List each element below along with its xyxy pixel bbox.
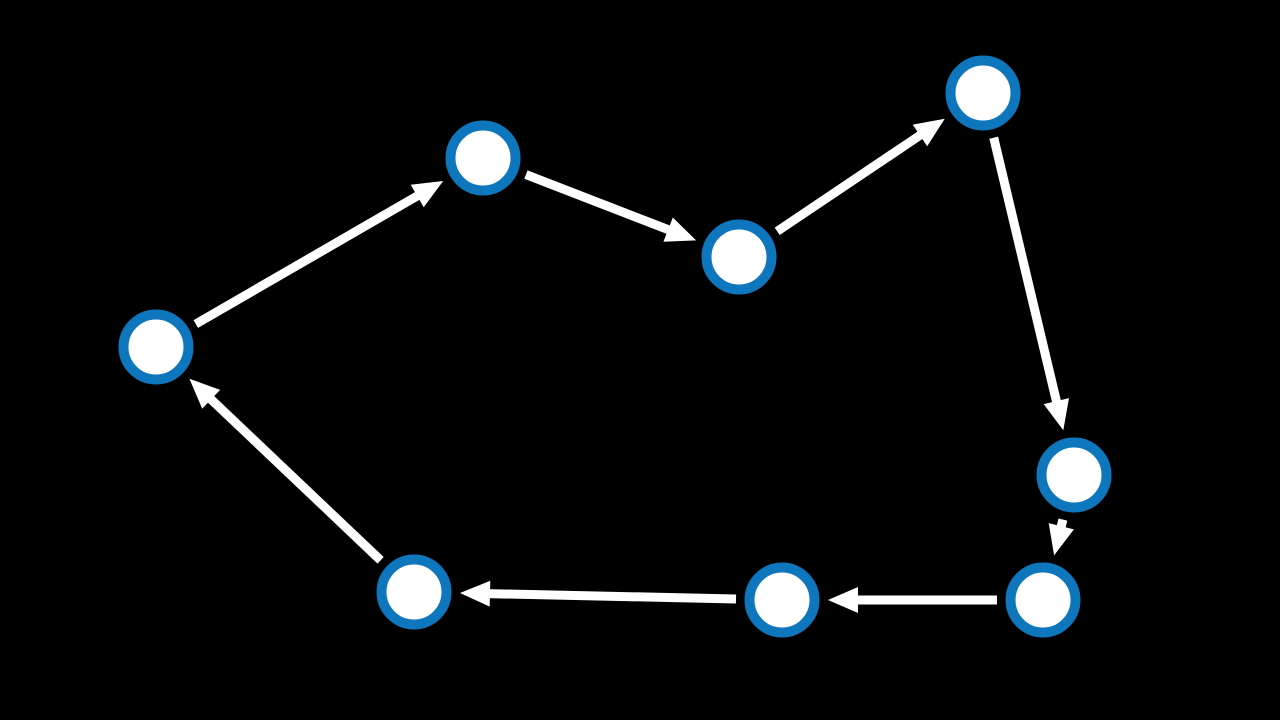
- graph-node-bottom-right: [1005, 562, 1081, 638]
- graph-edge-arrowhead-top-middle-to-top-right: [912, 118, 945, 147]
- graph-node-upper-left: [445, 120, 521, 196]
- graph-edge-arrowhead-bottom-middle-to-bottom-left: [460, 580, 491, 607]
- graph-edge-arrowhead-right-to-bottom-right: [1048, 523, 1074, 556]
- graph-edge-line-top-right-to-right: [989, 136, 1062, 406]
- graph-edge-arrowhead-bottom-right-to-bottom-middle: [828, 587, 858, 613]
- graph-node-right: [1036, 437, 1112, 513]
- graph-node-top-right: [945, 55, 1021, 131]
- graph-edge-arrowhead-left-to-upper-left: [410, 181, 444, 208]
- graph-edge-line-left-to-upper-left: [193, 190, 423, 328]
- graph-edge-arrowhead-top-right-to-right: [1043, 398, 1069, 431]
- edges-layer: [189, 118, 1074, 613]
- graph-node-left: [118, 309, 194, 385]
- graph-node-bottom-left: [376, 554, 452, 630]
- graph-edge-line-top-middle-to-top-right: [774, 129, 925, 236]
- graph-edge-arrowhead-upper-left-to-top-middle: [663, 217, 697, 242]
- graph-node-bottom-middle: [744, 562, 820, 638]
- graph-edge-arrowhead-bottom-left-to-left: [189, 378, 221, 409]
- graph-edge-line-bottom-left-to-left: [205, 394, 384, 564]
- nodes-layer: [118, 55, 1112, 638]
- graph-edge-line-bottom-middle-to-bottom-left: [486, 589, 737, 604]
- graph-node-top-middle: [701, 219, 777, 295]
- graph-edge-line-upper-left-to-top-middle: [524, 170, 673, 235]
